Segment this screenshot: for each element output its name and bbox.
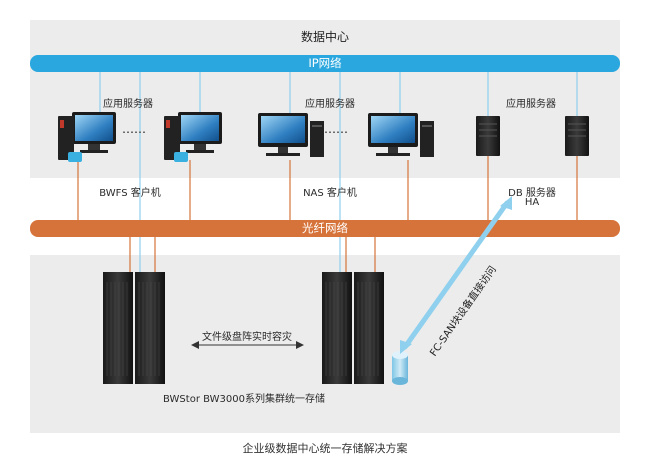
tower-server-icon <box>476 116 500 156</box>
db-server-label: DB 服务器 <box>508 188 556 199</box>
db-ha-label: HA <box>524 197 540 208</box>
server-label: 应用服务器 <box>506 99 556 110</box>
ip-downlinks <box>99 72 578 290</box>
fcsan-access-arrow <box>400 196 512 354</box>
storage-rack-icon <box>103 272 165 384</box>
server-label: 应用服务器 <box>103 99 153 110</box>
pc-icon <box>368 113 434 157</box>
bwfs-client-label: BWFS 客户机 <box>99 188 161 199</box>
storage-rack-icon <box>322 272 384 384</box>
fiber-network-bar <box>30 220 620 237</box>
storage-label: BWStor BW3000系列集群统一存储 <box>163 394 325 405</box>
disk-cylinder-icon <box>392 351 408 385</box>
figure-caption: 企业级数据中心统一存储解决方案 <box>242 442 408 455</box>
ellipsis-dots: …… <box>324 122 348 136</box>
ip-network-bar <box>30 55 620 72</box>
workstation-icon <box>58 112 116 162</box>
datacenter-title: 数据中心 <box>300 30 350 44</box>
datacenter-top-zone <box>30 20 620 178</box>
replication-label: 文件级盘阵实时容灾 <box>202 332 292 343</box>
tower-server-icon <box>565 116 589 156</box>
server-label: 应用服务器 <box>305 99 355 110</box>
nas-client-label: NAS 客户机 <box>303 188 357 199</box>
workstation-icon <box>164 112 222 162</box>
ip-network-label: IP网络 <box>308 56 342 70</box>
ellipsis-dots: …… <box>122 122 146 136</box>
fiber-network-label: 光纤网络 <box>302 221 348 235</box>
pc-icon <box>258 113 324 157</box>
